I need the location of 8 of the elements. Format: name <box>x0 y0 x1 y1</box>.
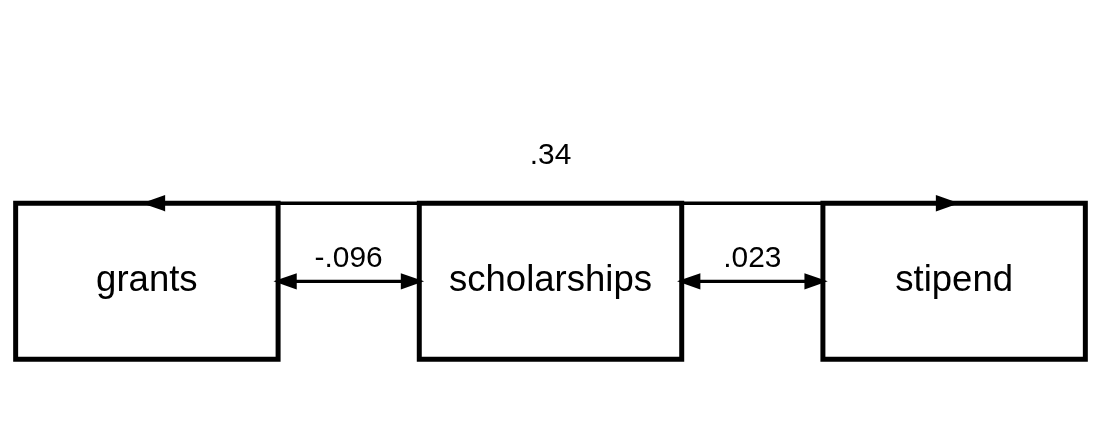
node-box: stipend <box>820 200 1088 362</box>
edge-label: -.096 <box>314 240 383 273</box>
edge-label: .023 <box>723 240 782 273</box>
edge-label: .34 <box>529 137 572 171</box>
node-box: grants <box>13 200 281 362</box>
arrow <box>273 273 425 290</box>
node-box: scholarships <box>416 200 685 362</box>
arrow <box>677 273 828 290</box>
